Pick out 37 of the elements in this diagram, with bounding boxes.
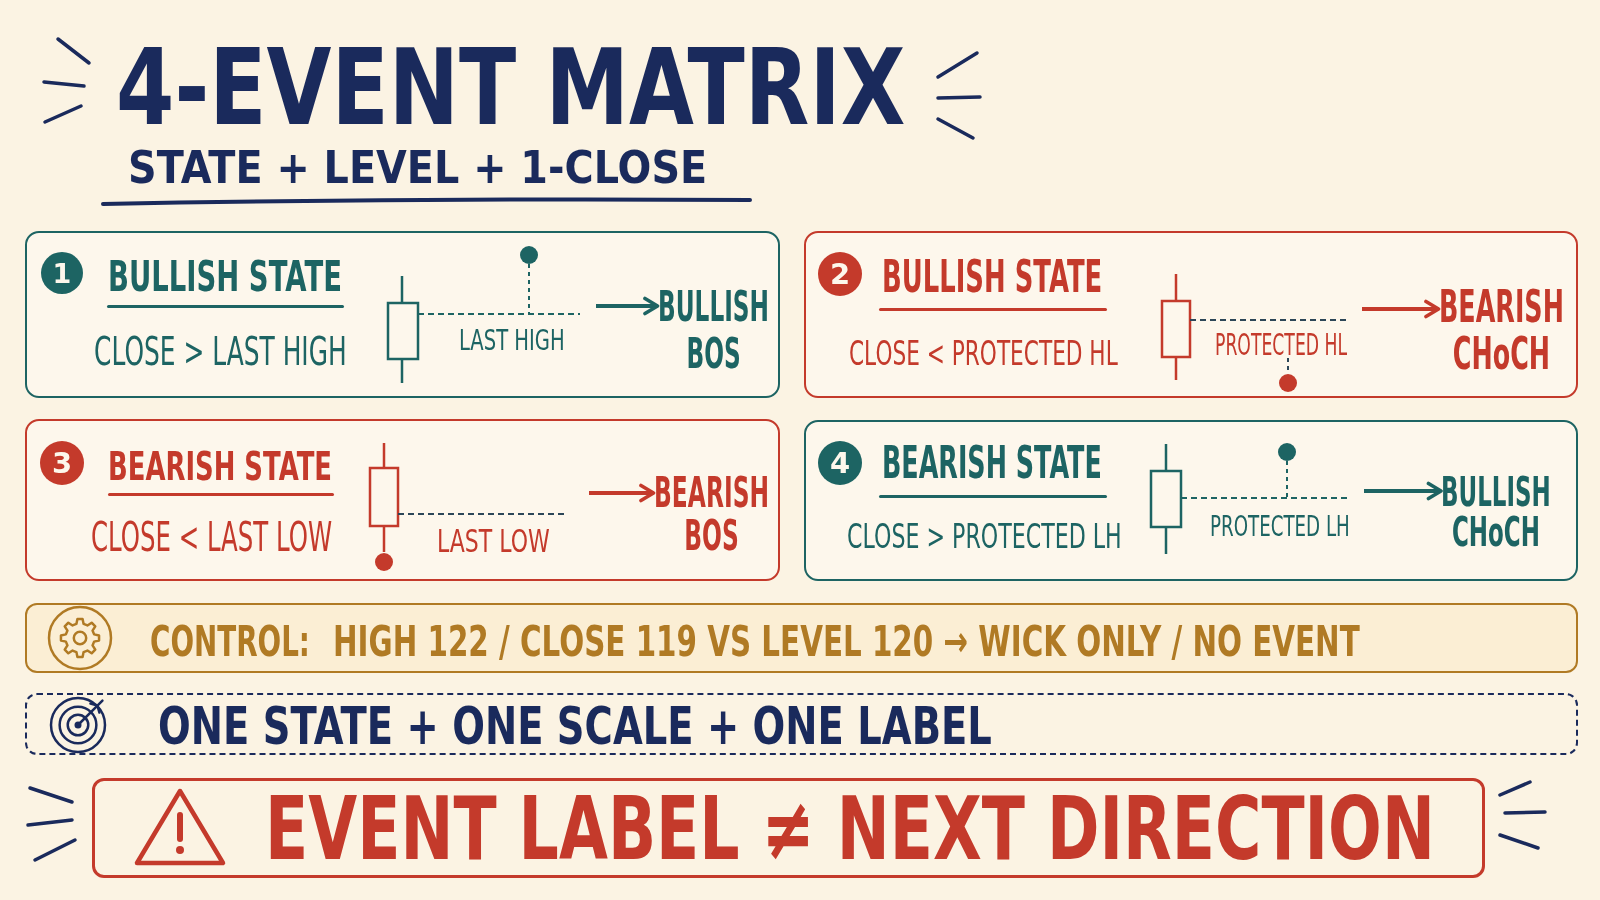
arrow bbox=[596, 296, 660, 316]
arrow bbox=[1364, 481, 1443, 501]
summary-text: ONE STATE + ONE SCALE + ONE LABEL bbox=[158, 699, 992, 753]
event-card bbox=[25, 231, 780, 398]
summary-banner bbox=[25, 693, 1578, 755]
control-banner bbox=[25, 603, 1578, 673]
warning-banner bbox=[92, 778, 1485, 878]
control-label: CONTROL: bbox=[150, 618, 310, 664]
level-label: PROTECTED HL bbox=[1215, 328, 1348, 361]
event-card bbox=[804, 420, 1578, 581]
state-heading: BEARISH STATE bbox=[108, 445, 333, 488]
level-label: LAST HIGH bbox=[459, 325, 565, 356]
number-badge: 1 bbox=[41, 252, 83, 294]
level-label: LAST LOW bbox=[437, 524, 550, 558]
event-card bbox=[25, 419, 780, 581]
control-text: HIGH 122 / CLOSE 119 VS LEVEL 120 → WICK ONLY / NO EVENT bbox=[333, 618, 1360, 664]
condition-text: CLOSE > LAST HIGH bbox=[94, 331, 347, 372]
state-heading: BEARISH STATE bbox=[882, 439, 1102, 488]
event-result: BULLISH BOS bbox=[657, 282, 769, 377]
warning-text: EVENT LABEL ≠ NEXT DIRECTION bbox=[265, 782, 1435, 875]
level-label: PROTECTED LH bbox=[1210, 511, 1350, 542]
number-badge: 4 bbox=[818, 441, 862, 485]
condition-text: CLOSE < LAST LOW bbox=[91, 516, 333, 560]
event-card bbox=[804, 231, 1578, 398]
state-heading: BULLISH STATE bbox=[882, 253, 1103, 300]
number-badge: 3 bbox=[40, 441, 84, 485]
arrow bbox=[589, 483, 656, 503]
event-result: BEARISH BOS bbox=[653, 470, 769, 557]
subtitle: STATE + LEVEL + 1-CLOSE bbox=[128, 144, 708, 191]
title: 4-EVENT MATRIX bbox=[116, 34, 906, 144]
state-heading: BULLISH STATE bbox=[108, 253, 342, 299]
arrow bbox=[1362, 299, 1441, 319]
condition-text: CLOSE < PROTECTED HL bbox=[849, 335, 1118, 372]
event-result: BULLISH CHoCH bbox=[1441, 471, 1551, 552]
event-result: BEARISH CHoCH bbox=[1438, 283, 1564, 378]
condition-text: CLOSE > PROTECTED LH bbox=[847, 518, 1122, 555]
number-badge: 2 bbox=[818, 252, 862, 296]
